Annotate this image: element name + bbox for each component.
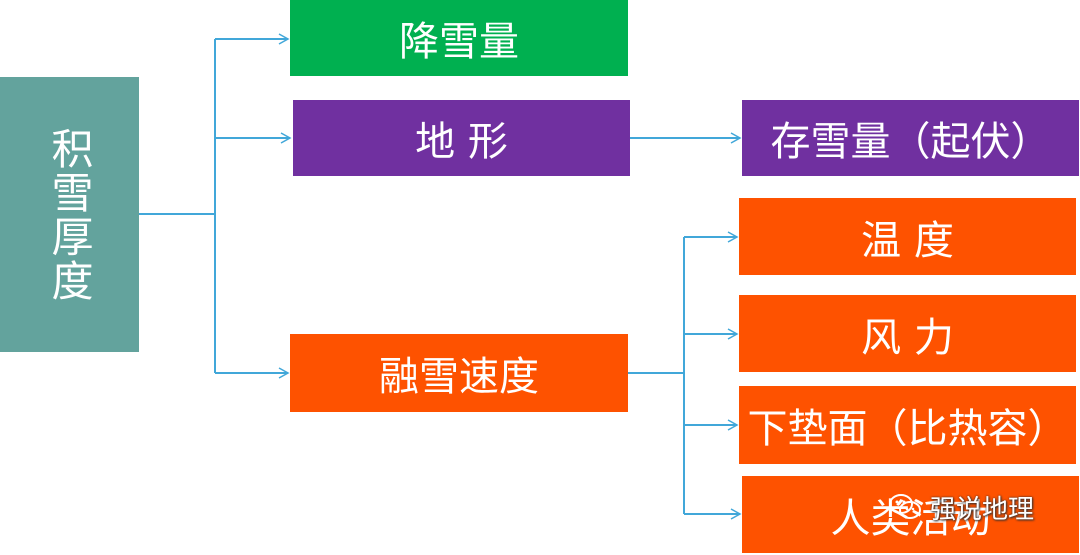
root-node-snow-depth: 积雪厚度 [0,77,139,352]
node-wind-label: 风 力 [861,314,954,361]
node-melt-speed-label: 融雪速度 [379,354,539,400]
node-snowfall: 降雪量 [290,0,628,76]
node-snow-storage: 存雪量（起伏） [742,100,1079,176]
node-wind: 风 力 [739,295,1076,372]
node-terrain-label: 地 形 [415,119,508,165]
node-snowfall-label: 降雪量 [399,19,519,65]
wechat-icon [889,494,921,519]
node-temperature: 温 度 [739,198,1076,275]
node-melt-speed: 融雪速度 [290,334,628,412]
node-temperature-label: 温 度 [861,217,954,264]
root-label: 积雪厚度 [45,126,94,303]
watermark: 强说地理 [888,487,1034,527]
node-underlying-surface-label: 下垫面（比热容） [747,406,1068,452]
watermark-text: 强说地理 [930,494,1035,525]
node-terrain: 地 形 [293,100,630,176]
node-snow-storage-label: 存雪量（起伏） [770,119,1051,165]
node-underlying-surface: 下垫面（比热容） [739,386,1076,464]
